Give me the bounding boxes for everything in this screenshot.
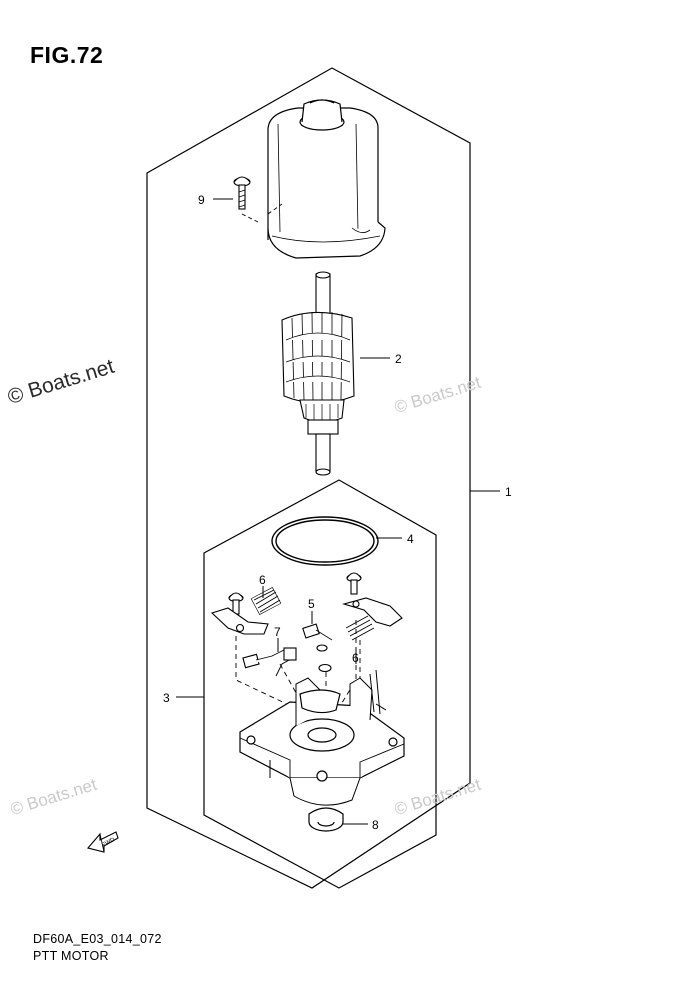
screw-9-phantom [241, 203, 283, 223]
brush-phantom-lines [235, 620, 361, 715]
callout-7: 7 [274, 625, 281, 639]
leader-lines [176, 198, 500, 825]
callout-6-left: 6 [259, 573, 266, 587]
fwd-arrow-icon [87, 831, 119, 853]
screw-9 [233, 176, 251, 210]
motor-yoke-cover [267, 99, 386, 259]
callout-9: 9 [198, 193, 205, 207]
callout-8: 8 [372, 818, 379, 832]
housing-subassembly-outline [203, 479, 437, 889]
figure-code: DF60A_E03_014_072 [33, 932, 162, 946]
callout-5: 5 [308, 597, 315, 611]
o-ring-4 [271, 516, 379, 566]
assembly-outline [146, 67, 471, 889]
figure-title: FIG.72 [30, 42, 104, 68]
brush-holder-parts [210, 572, 403, 677]
callout-3: 3 [163, 691, 170, 705]
callout-6-right: 6 [352, 651, 359, 665]
motor-housing-base [239, 669, 405, 806]
armature [281, 271, 355, 476]
callout-1: 1 [505, 485, 512, 499]
figure-name: PTT MOTOR [33, 949, 109, 963]
oil-seal-8 [308, 807, 344, 832]
callout-4: 4 [407, 532, 414, 546]
callout-2: 2 [395, 352, 402, 366]
